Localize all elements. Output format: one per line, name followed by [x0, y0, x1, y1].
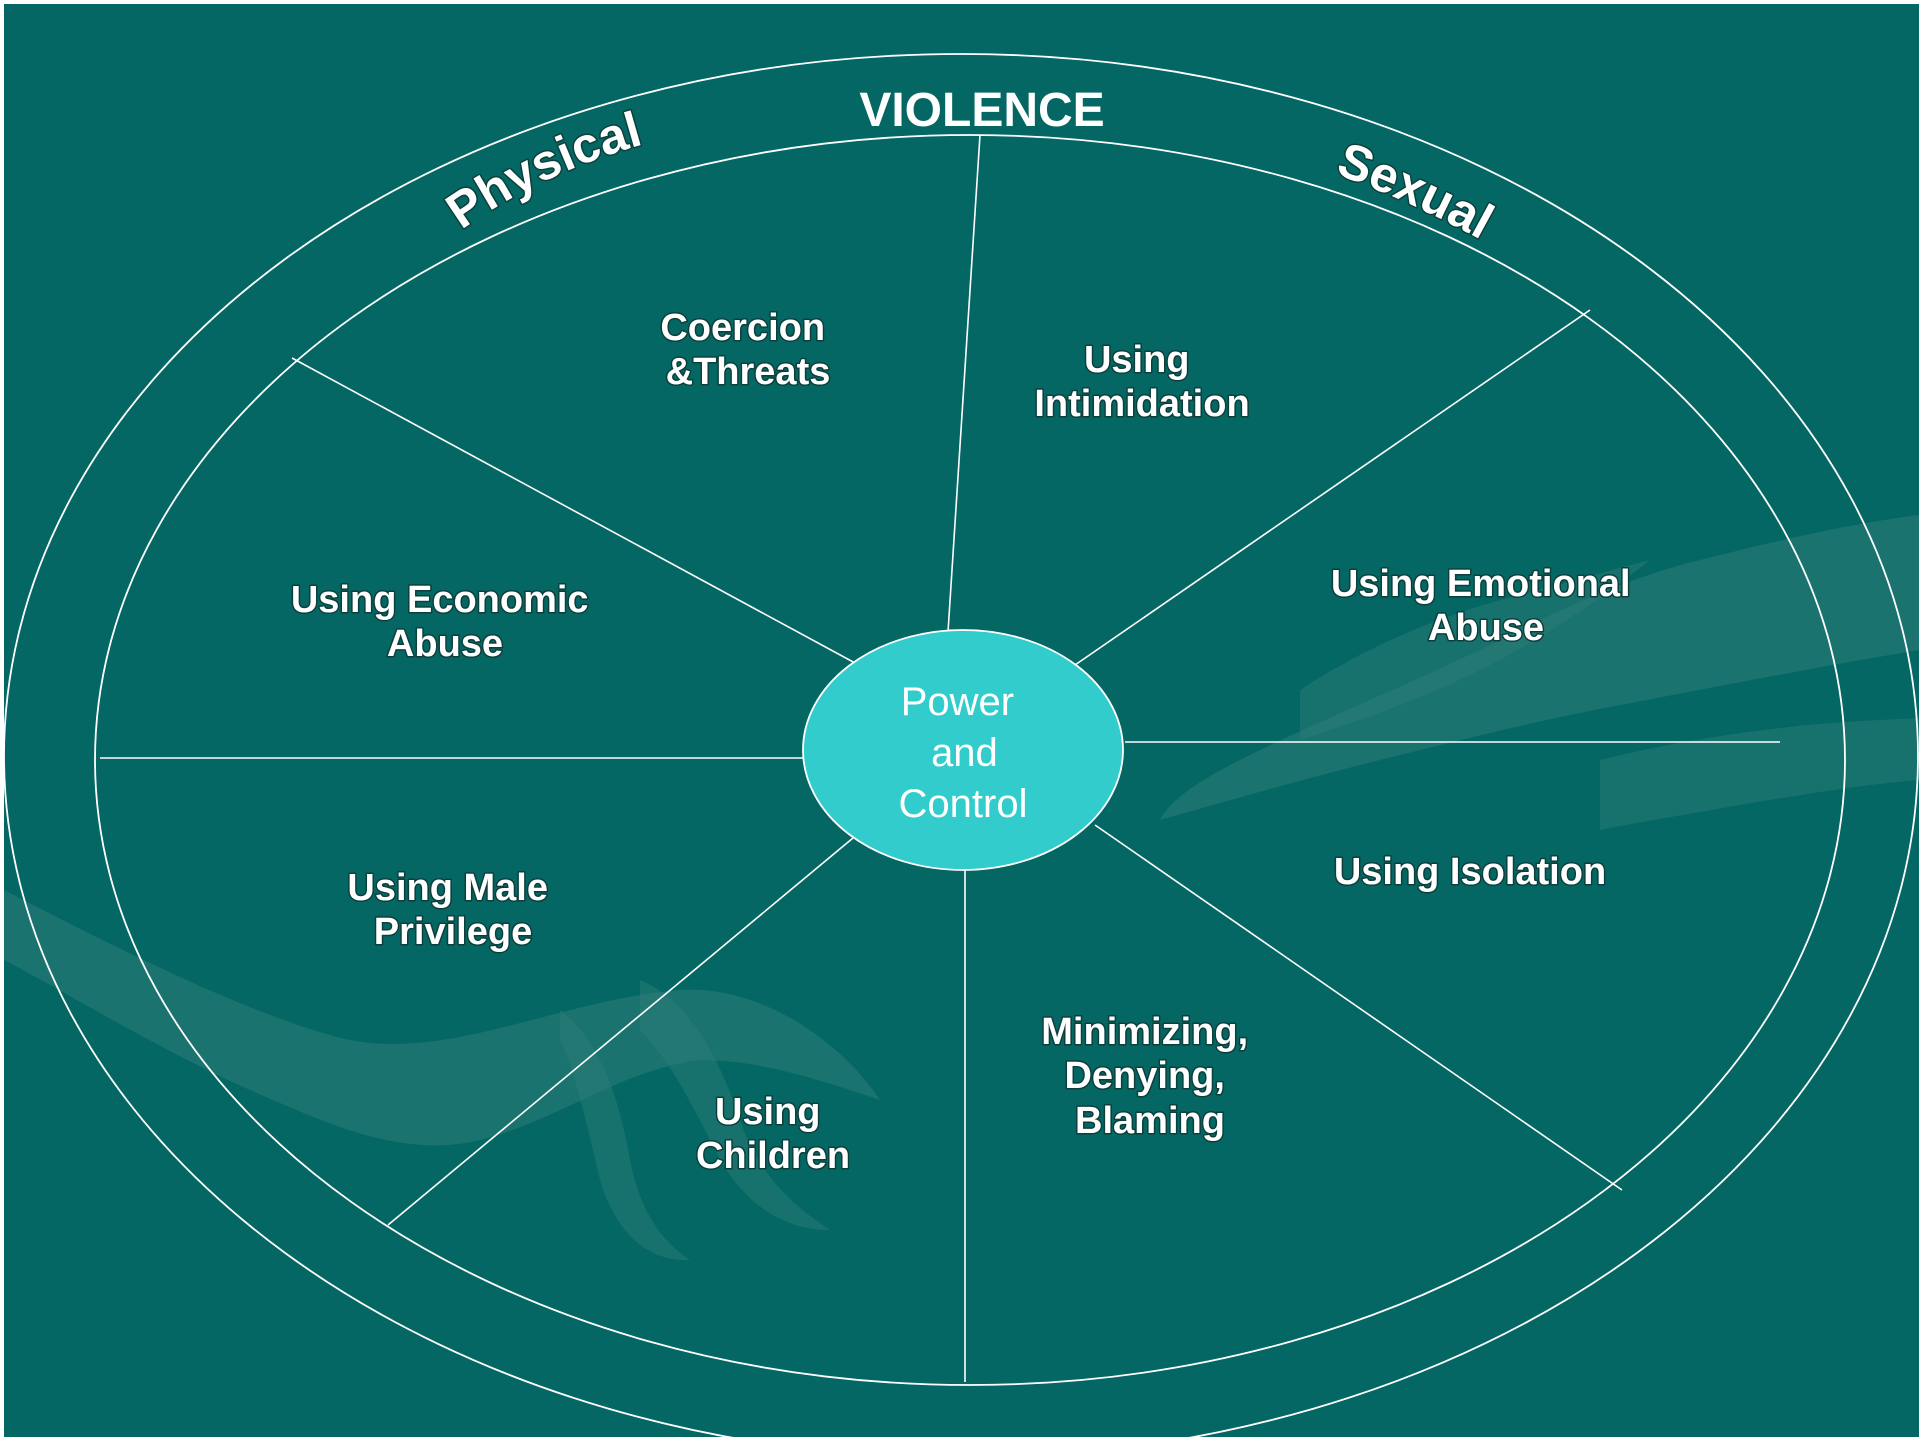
wheel-spokes	[100, 134, 1780, 1382]
segment-line: Children	[696, 1135, 850, 1177]
power-control-hub	[802, 629, 1124, 871]
segment-label-intimidation: Using Intimidation	[1034, 339, 1249, 425]
segment-line: Abuse	[1428, 607, 1544, 649]
segment-label-emotional: Using Emotional Abuse	[1331, 563, 1641, 649]
segment-line: Using Isolation	[1334, 851, 1606, 893]
decorative-hand-shapes	[4, 515, 1919, 1261]
segment-line: Abuse	[387, 623, 503, 665]
violence-title: VIOLENCE	[859, 84, 1104, 137]
hub-label: Power and Control	[899, 680, 1028, 826]
spoke	[1074, 309, 1591, 666]
spoke	[291, 357, 856, 664]
hub-label-line-1: Power	[901, 680, 1014, 724]
hub-label-line-2: and	[931, 731, 998, 775]
segment-line: Using	[715, 1091, 821, 1133]
outer-ring	[3, 53, 1919, 1441]
segment-label-coercion: Coercion &Threats	[660, 307, 835, 393]
segment-label-minimizing: Minimizing, Denying, Blaming	[1041, 1011, 1258, 1142]
segment-label-male-privilege: Using Male Privilege	[347, 867, 558, 953]
segment-line: Coercion	[660, 307, 825, 349]
inner-ring	[94, 134, 1846, 1386]
segment-line: Privilege	[374, 911, 532, 953]
hub-label-line-3: Control	[899, 782, 1028, 826]
spoke	[947, 134, 981, 633]
segment-line: Using Emotional	[1331, 563, 1631, 605]
segment-label-economic: Using Economic Abuse	[291, 579, 599, 665]
segment-line: Using Economic	[291, 579, 589, 621]
segment-label-isolation: Using Isolation	[1334, 851, 1606, 893]
segment-line: Using	[1084, 339, 1190, 381]
segment-line: &Threats	[666, 351, 831, 393]
spoke	[387, 837, 854, 1226]
segment-line: Using Male	[347, 867, 548, 909]
spoke	[1094, 824, 1623, 1191]
segment-label-children: Using Children	[696, 1091, 850, 1177]
segment-line: Denying,	[1064, 1055, 1224, 1097]
segment-line: Intimidation	[1034, 383, 1249, 425]
segment-line: Blaming	[1075, 1100, 1225, 1142]
segment-line: Minimizing,	[1041, 1011, 1248, 1053]
